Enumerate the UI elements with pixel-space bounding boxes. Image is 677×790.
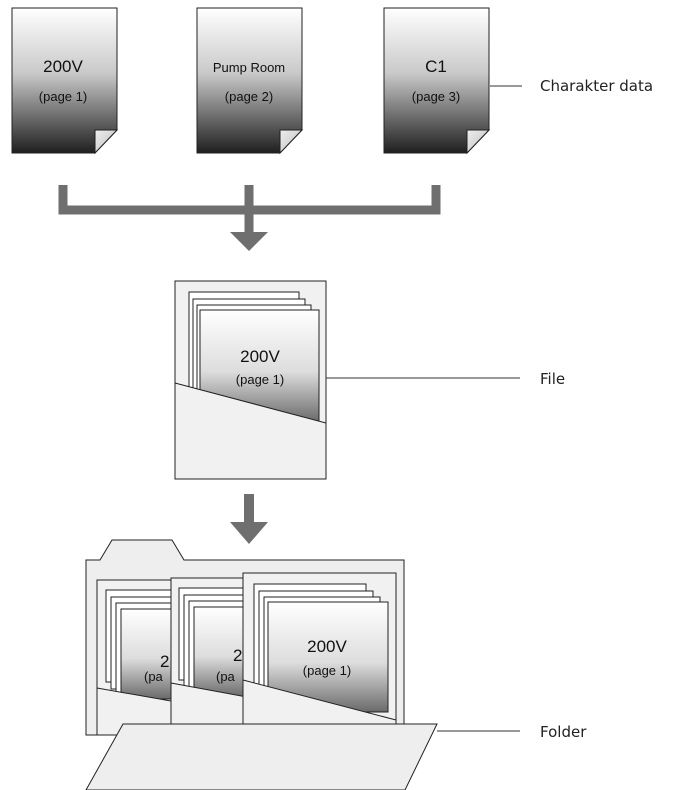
folder-doc-title: 2 [233,646,242,665]
label-file: File [540,370,565,388]
file-doc-title: 200V [240,347,280,366]
label-folder: Folder [540,723,587,741]
page-number-label: (page 1) [39,89,87,104]
page-title: C1 [425,57,447,76]
folder-doc-subtitle: (pa [144,669,164,684]
page-number-label: (page 2) [225,89,273,104]
label-character-data: Charakter data [540,77,653,95]
folder-front-flap [85,723,438,790]
page-card-2: Pump Room (page 2) [196,7,304,155]
page-title: Pump Room [213,60,285,75]
page-card-1: 200V (page 1) [11,7,119,155]
page-number-label: (page 3) [412,89,460,104]
page-title: 200V [43,57,83,76]
folder-doc-title: 200V [307,637,347,656]
merge-connector [58,185,441,232]
folder: 2 (pa 2 (pa 200V (page 1) [85,539,438,790]
file-doc-subtitle: (page 1) [236,372,284,387]
file-pocket-flap [174,382,327,480]
down-arrow-icon [230,522,268,544]
arrow-shaft [244,494,254,524]
folder-doc-subtitle: (pa [216,669,236,684]
page-card-3: C1 (page 3) [383,7,491,155]
folder-doc-title: 2 [160,652,169,671]
folder-file-1: 2 (pa [96,579,223,736]
folder-doc-subtitle: (page 1) [303,663,351,678]
file-pocket: 200V (page 1) [174,280,327,480]
down-arrow-icon [230,232,268,251]
folder-file-3: 200V (page 1) [242,572,397,736]
